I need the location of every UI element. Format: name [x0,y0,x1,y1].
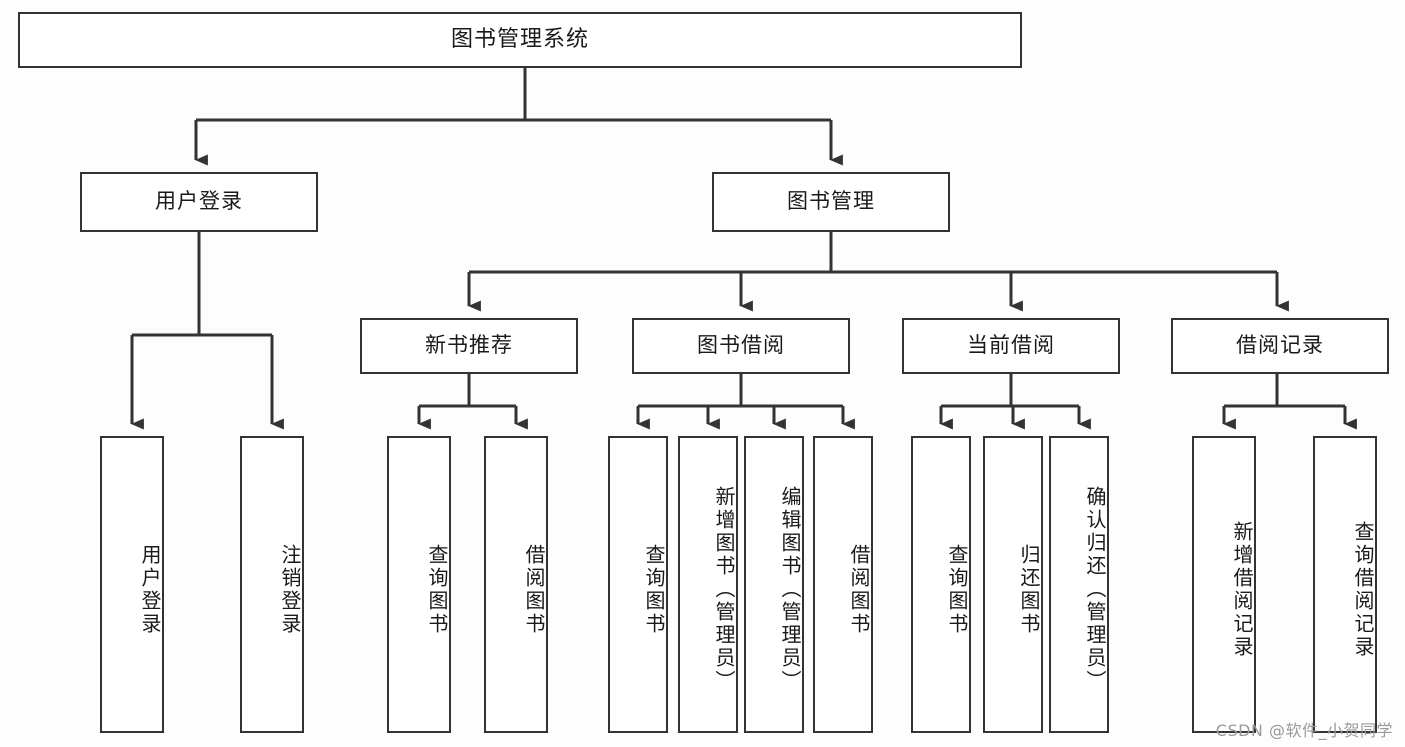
node-label: 新增图书（管理员） [712,486,736,693]
node-current-borrow[interactable]: 当前借阅 [902,318,1120,374]
node-leaf-query-record[interactable]: 查询借阅记录 [1313,436,1377,733]
node-leaf-confirm-return[interactable]: 确认归还（管理员） [1049,436,1109,733]
node-user-login[interactable]: 用户登录 [80,172,318,232]
node-leaf-query-book-borrow[interactable]: 查询图书 [608,436,668,733]
node-label: 当前借阅 [967,333,1055,358]
node-label: 新增借阅记录 [1230,520,1254,659]
node-label: 归还图书 [1017,543,1041,636]
node-leaf-borrow-book[interactable]: 借阅图书 [813,436,873,733]
node-label: 新书推荐 [425,333,513,358]
node-leaf-return-book[interactable]: 归还图书 [983,436,1043,733]
node-leaf-user-login[interactable]: 用户登录 [100,436,164,733]
node-book-borrow[interactable]: 图书借阅 [632,318,850,374]
node-label: 借阅图书 [847,543,871,636]
node-label: 用户登录 [155,189,243,214]
node-book-management[interactable]: 图书管理 [712,172,950,232]
node-label: 查询图书 [642,543,666,636]
node-leaf-edit-book-admin[interactable]: 编辑图书（管理员） [744,436,804,733]
node-label: 编辑图书（管理员） [778,486,802,693]
node-label: 借阅图书 [522,543,546,636]
node-label: 查询图书 [945,543,969,636]
node-label: 确认归还（管理员） [1083,486,1107,693]
node-book-management-system[interactable]: 图书管理系统 [18,12,1022,68]
node-label: 查询借阅记录 [1351,520,1375,659]
node-label: 查询图书 [425,543,449,636]
node-leaf-add-book-admin[interactable]: 新增图书（管理员） [678,436,738,733]
node-leaf-query-book-new[interactable]: 查询图书 [387,436,451,733]
node-leaf-add-record[interactable]: 新增借阅记录 [1192,436,1256,733]
node-label: 用户登录 [138,543,162,636]
node-leaf-logout[interactable]: 注销登录 [240,436,304,733]
node-leaf-query-book-current[interactable]: 查询图书 [911,436,971,733]
node-leaf-borrow-book-new[interactable]: 借阅图书 [484,436,548,733]
node-borrow-record[interactable]: 借阅记录 [1171,318,1389,374]
node-label: 图书管理 [787,189,875,214]
node-label: 注销登录 [278,543,302,636]
node-label: 图书借阅 [697,333,785,358]
node-new-book-recommend[interactable]: 新书推荐 [360,318,578,374]
node-label: 借阅记录 [1236,333,1324,358]
node-label: 图书管理系统 [450,26,589,52]
